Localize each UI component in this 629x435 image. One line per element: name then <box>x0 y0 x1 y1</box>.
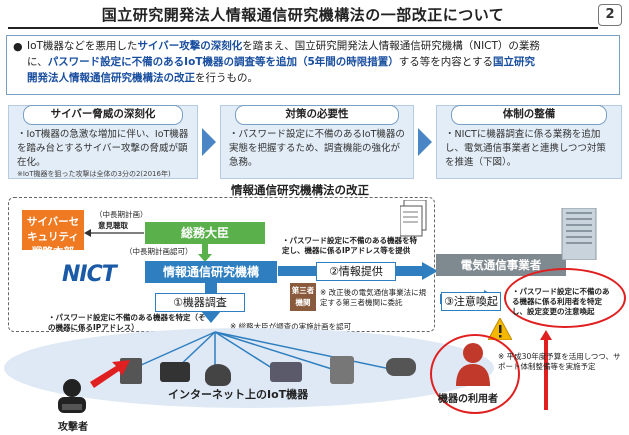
summary-emphasis: パスワード設定に不備のあるIoT機器の調査等を追加（5年間の時限措置） <box>47 56 399 68</box>
summary-text: に、 <box>27 56 48 68</box>
caution-note: ・パスワード設定に不備のある機器に係る利用者を特定し、設定変更の注意喚起 <box>512 287 610 316</box>
step2-label: ②情報提供 <box>316 262 396 281</box>
threat-box: サイバー脅威の深刻化 ・IoT機器の急激な増加に伴い、IoT機器を踏み台とするサ… <box>8 105 198 179</box>
nict-box: 情報通信研究機構 <box>145 261 277 283</box>
plan-label: （中長期計画） <box>95 210 148 219</box>
carrier-box: 電気通信事業者 <box>436 254 566 276</box>
step1-label: ①機器調査 <box>155 293 245 312</box>
opinion-label: 意見聴取 <box>98 221 128 230</box>
right-arrow-icon <box>418 128 432 156</box>
page-title: 国立研究開発法人情報通信研究機構法の一部改正について <box>8 3 598 29</box>
nas-icon <box>270 362 302 382</box>
step3-label: ③注意喚起 <box>441 292 501 311</box>
mic-box: 総務大臣 <box>145 222 265 244</box>
summary-box: ● IoT機器などを悪用したサイバー攻撃の深刻化を踏まえ、国立研究開発法人情報通… <box>6 35 620 95</box>
summary-text: する等を内容とする <box>398 56 493 68</box>
iot-devices-label: インターネット上のIoT機器 <box>168 388 309 401</box>
bullet-icon: ● <box>13 40 23 53</box>
user-icon <box>456 343 490 386</box>
summary-line-3: 開発法人情報通信研究機構法の改正を行うもの。 <box>27 70 613 86</box>
info-provision-note: ・パスワード設定に不備のある機器を特定し、機器に係るIPアドレス等を提供 <box>282 236 417 255</box>
necessity-box: 対策の必要性 ・パスワード設定に不備のあるIoT機器の実態を把握するため、調査機… <box>220 105 414 179</box>
budget-note: ※ 平成30年度予算を活用しつつ、サポート体制整備等を実施予定 <box>498 352 621 371</box>
section-title: 情報通信研究機構法の改正 <box>231 183 369 197</box>
third-party-note: ※ 改正後の電気通信事業法に規定する第三者機関に委託 <box>320 288 427 307</box>
summary-text: を踏まえ、国立研究開発法人情報通信研究機構（NICT）の業務 <box>242 40 540 52</box>
opinion-arrow-icon <box>84 229 144 237</box>
step1-note: ・パスワード設定に不備のある機器を特定（その機器に係るIPアドレス） <box>48 313 206 332</box>
building-icon <box>561 208 597 260</box>
network-device-icon <box>330 356 354 384</box>
document-icon <box>400 200 427 237</box>
third-party-box: 第三者機関 <box>290 283 316 311</box>
right-arrow-icon <box>202 128 216 156</box>
attacker-label: 攻撃者 <box>58 422 88 433</box>
security-camera-icon <box>386 358 416 376</box>
recorder-icon <box>160 362 190 382</box>
warning-icon <box>488 318 512 340</box>
framework-heading: 体制の整備 <box>451 105 607 125</box>
threat-text: ・IoT機器の急激な増加に伴い、IoT機器を踏み台とするサイバー攻撃の脅威が顕在… <box>17 129 189 168</box>
summary-emphasis: サイバー攻撃の深刻化 <box>137 40 243 52</box>
summary-line-1: IoT機器などを悪用したサイバー攻撃の深刻化を踏まえ、国立研究開発法人情報通信研… <box>27 38 613 54</box>
plan-approval-label: （中長期計画認可） <box>125 247 193 256</box>
dome-camera-icon <box>205 364 231 386</box>
framework-text: ・NICTに機器調査に係る業務を追加し、電気通信事業者と連携しつつ対策を推進（下… <box>445 129 606 168</box>
network-lines <box>129 331 396 371</box>
user-highlight <box>430 334 520 414</box>
summary-emphasis: 国立研究 <box>492 56 535 68</box>
nict-logo: NICT <box>62 262 117 287</box>
summary-text: IoT機器などを悪用した <box>27 40 138 52</box>
attack-arrow-icon <box>90 360 130 388</box>
summary-text: を行うもの。 <box>195 72 258 84</box>
minister-note: ※ 総務大臣が調査の実施計画を認可 <box>230 322 352 331</box>
necessity-text: ・パスワード設定に不備のあるIoT機器の実態を把握するため、調査機能の強化が急務… <box>229 129 405 168</box>
page-number: 2 <box>598 4 622 26</box>
necessity-heading: 対策の必要性 <box>235 105 399 125</box>
down-arrow-icon <box>198 244 212 262</box>
attacker-icon <box>58 379 86 413</box>
summary-emphasis: 開発法人情報通信研究機構法の改正 <box>27 72 195 84</box>
summary-line-2: に、パスワード設定に不備のあるIoT機器の調査等を追加（5年間の時限措置）する等… <box>27 54 613 70</box>
user-label: 機器の利用者 <box>438 394 498 405</box>
framework-box: 体制の整備 ・NICTに機器調査に係る業務を追加し、電気通信事業者と連携しつつ対… <box>436 105 622 179</box>
cyber-hq-box: サイバーセキュリティ戦略本部 <box>22 210 84 258</box>
threat-note: ※IoT機器を狙った攻撃は全体の3分の2(2016年) <box>17 170 171 178</box>
caution-highlight <box>504 268 626 328</box>
threat-heading: サイバー脅威の深刻化 <box>23 105 183 125</box>
up-arrow-icon <box>540 330 552 410</box>
